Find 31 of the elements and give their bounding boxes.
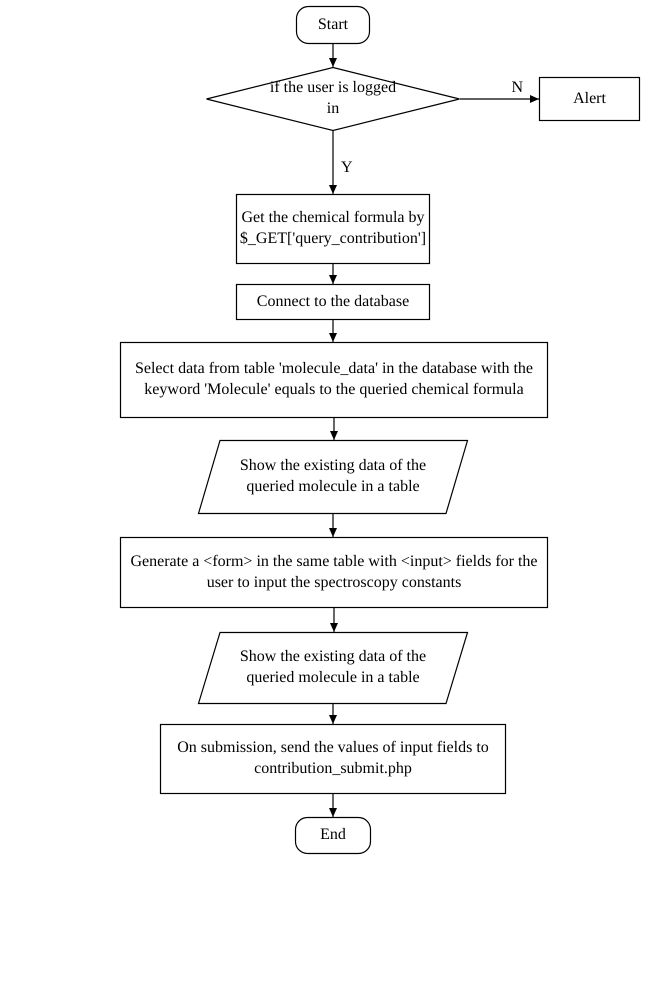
arrow xyxy=(329,514,337,537)
node-text: Alert xyxy=(573,88,606,109)
process-box xyxy=(160,724,506,794)
process-box xyxy=(236,194,430,264)
node-text: Show the existing data of the queried molecule in a table xyxy=(238,456,428,497)
process-box xyxy=(236,284,430,320)
node-text: Start xyxy=(318,14,348,35)
data-parallelogram xyxy=(198,632,468,704)
node-text: Select data from table 'molecule_data' in the database with the keyword 'Molecule' equals to the queried chemical formula xyxy=(134,359,534,400)
process-box xyxy=(539,77,640,121)
node-text: End xyxy=(320,825,346,846)
process-box xyxy=(120,342,548,418)
arrow xyxy=(329,44,337,67)
arrow xyxy=(329,704,337,724)
arrow xyxy=(330,608,338,632)
node-text: Show the existing data of the queried molecule in a table xyxy=(238,647,428,688)
arrow xyxy=(329,320,337,342)
data-parallelogram xyxy=(198,440,468,514)
decision-diamond xyxy=(206,67,460,131)
arrow xyxy=(330,418,338,440)
start-terminal xyxy=(296,6,370,44)
arrow xyxy=(329,794,337,817)
node-text: Generate a <form> in the same table with <input> fields for the user to input the spectroscopy constants xyxy=(129,552,539,592)
arrow xyxy=(329,264,337,284)
node-text: On submission, send the values of input fields to contribution_submit.php xyxy=(176,738,490,779)
process-box xyxy=(120,537,548,608)
node-text: Connect to the database xyxy=(256,292,410,312)
end-terminal xyxy=(295,817,371,854)
arrow xyxy=(329,131,337,194)
node-text: Get the chemical formula by $_GET['query_contribution'] xyxy=(240,208,426,249)
arrow xyxy=(460,95,539,103)
